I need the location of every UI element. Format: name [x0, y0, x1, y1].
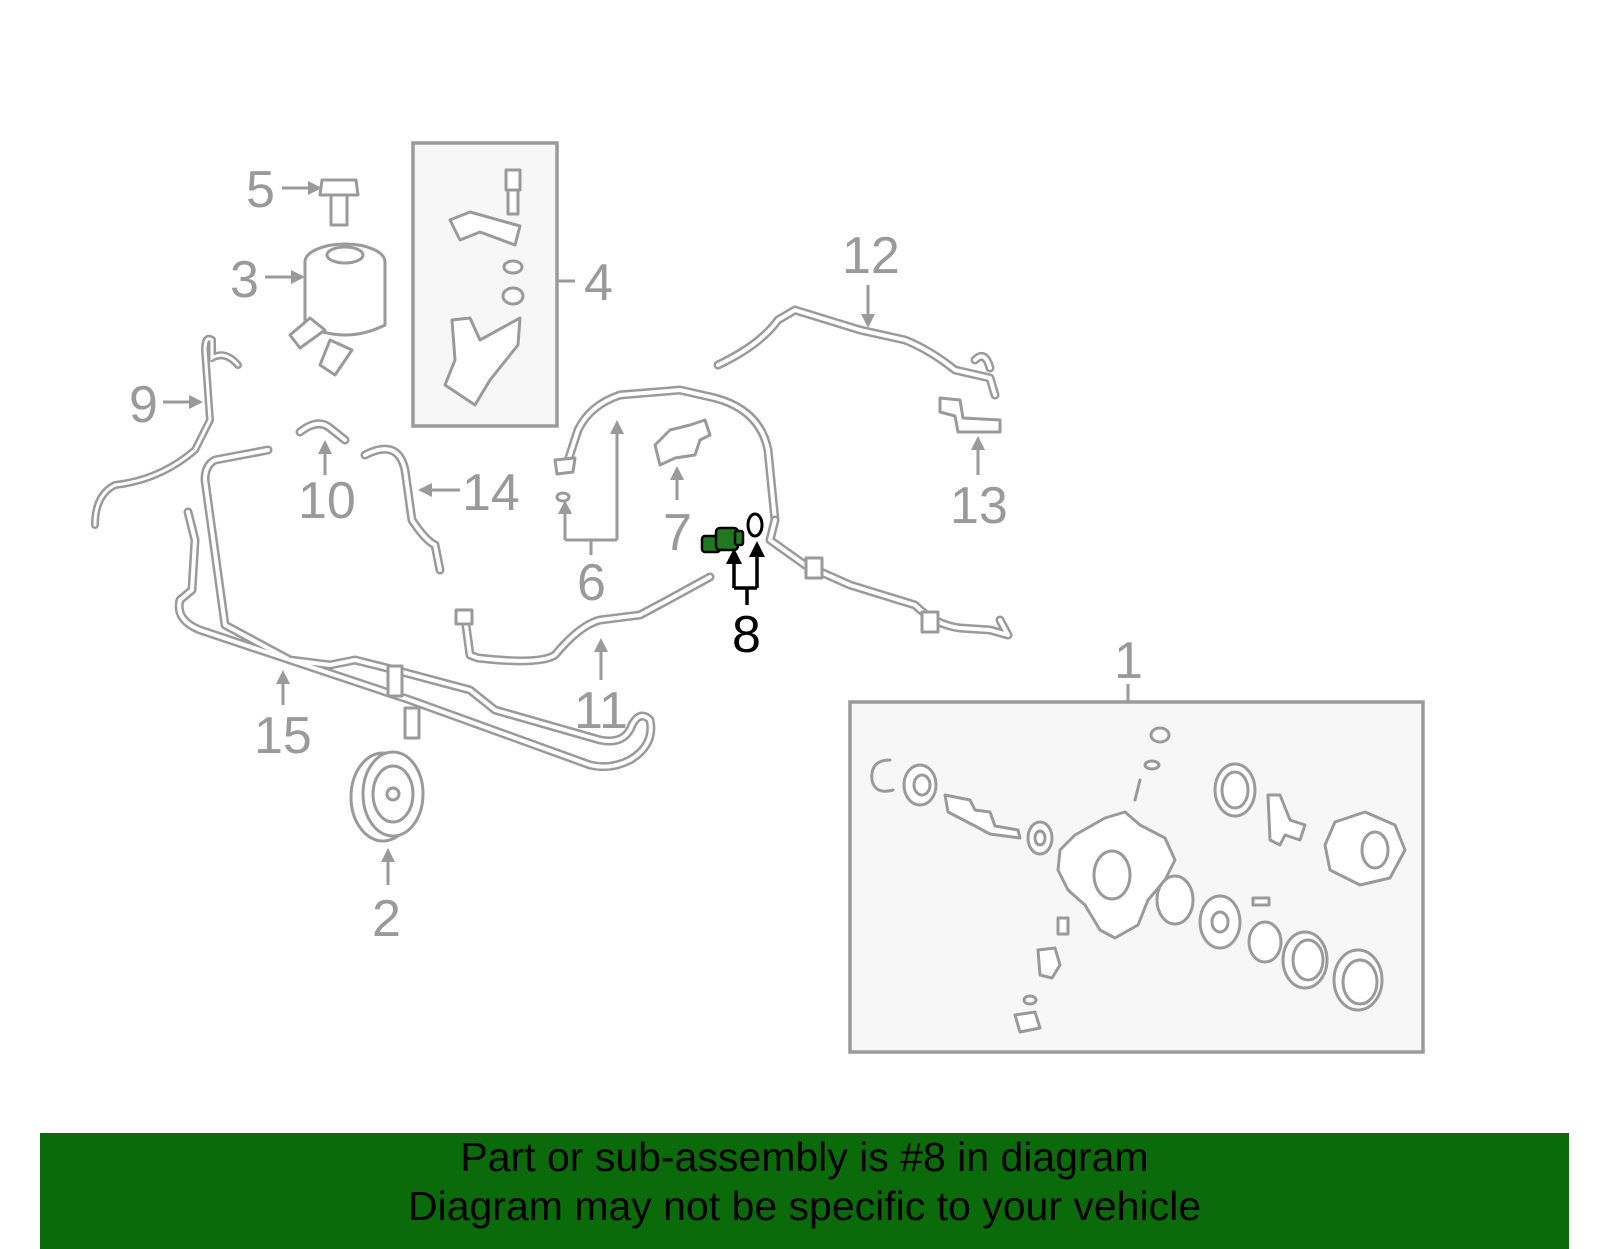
part-15-cooler-line: [177, 448, 653, 769]
banner-line-2: Diagram may not be specific to your vehi…: [407, 1183, 1201, 1229]
callout-6: 6: [577, 554, 606, 612]
callout-13-arrow: [971, 436, 985, 475]
callout-5: 5: [246, 161, 275, 219]
callout-11-arrow: [594, 638, 608, 680]
callout-14: 14: [462, 464, 520, 522]
callout-11: 11: [574, 682, 628, 740]
callout-7-arrow: [670, 466, 684, 500]
callout-1: 1: [1114, 632, 1143, 690]
callout-12-arrow: [861, 285, 875, 328]
callout-2-arrow: [381, 848, 395, 885]
callout-13: 13: [950, 477, 1008, 535]
callout-4: 4: [584, 254, 613, 312]
part-1-pump-components: [870, 726, 1407, 1034]
part-13-bracket: [938, 396, 1002, 434]
callout-14-arrow: [418, 483, 460, 497]
part-6-pressure-hose: [563, 387, 777, 522]
callout-15-arrow: [276, 670, 290, 705]
callout-9-arrow: [163, 395, 203, 409]
callout-7: 7: [663, 504, 692, 562]
part-12-line: [716, 308, 997, 397]
part-10-hose: [298, 421, 347, 442]
banner-line-1: Part or sub-assembly is #8 in diagram: [460, 1134, 1149, 1180]
part-9-hose: [91, 334, 242, 529]
callout-2: 2: [372, 890, 401, 948]
callout-5-arrow: [282, 181, 322, 195]
callout-8-bracket: [726, 541, 765, 605]
info-banner: Part or sub-assembly is #8 in diagram Di…: [40, 1133, 1569, 1249]
callout-6-bracket: [558, 420, 624, 555]
callout-3-arrow: [265, 270, 305, 284]
callout-9: 9: [129, 376, 158, 434]
callout-3: 3: [230, 251, 259, 309]
callout-12: 12: [842, 227, 900, 285]
callout-8: 8: [732, 606, 761, 664]
part-7-bracket: [653, 418, 712, 467]
part-5-bolt: [318, 178, 360, 227]
callout-10-arrow: [318, 440, 332, 475]
part-4-components: [443, 168, 525, 407]
callout-15: 15: [254, 707, 312, 765]
part-8-highlighted-fitting: [700, 512, 764, 554]
part-2-pulley: [349, 750, 425, 843]
part-3-reservoir: [288, 242, 387, 377]
callout-10: 10: [298, 472, 356, 530]
part-14-hose: [363, 447, 442, 572]
